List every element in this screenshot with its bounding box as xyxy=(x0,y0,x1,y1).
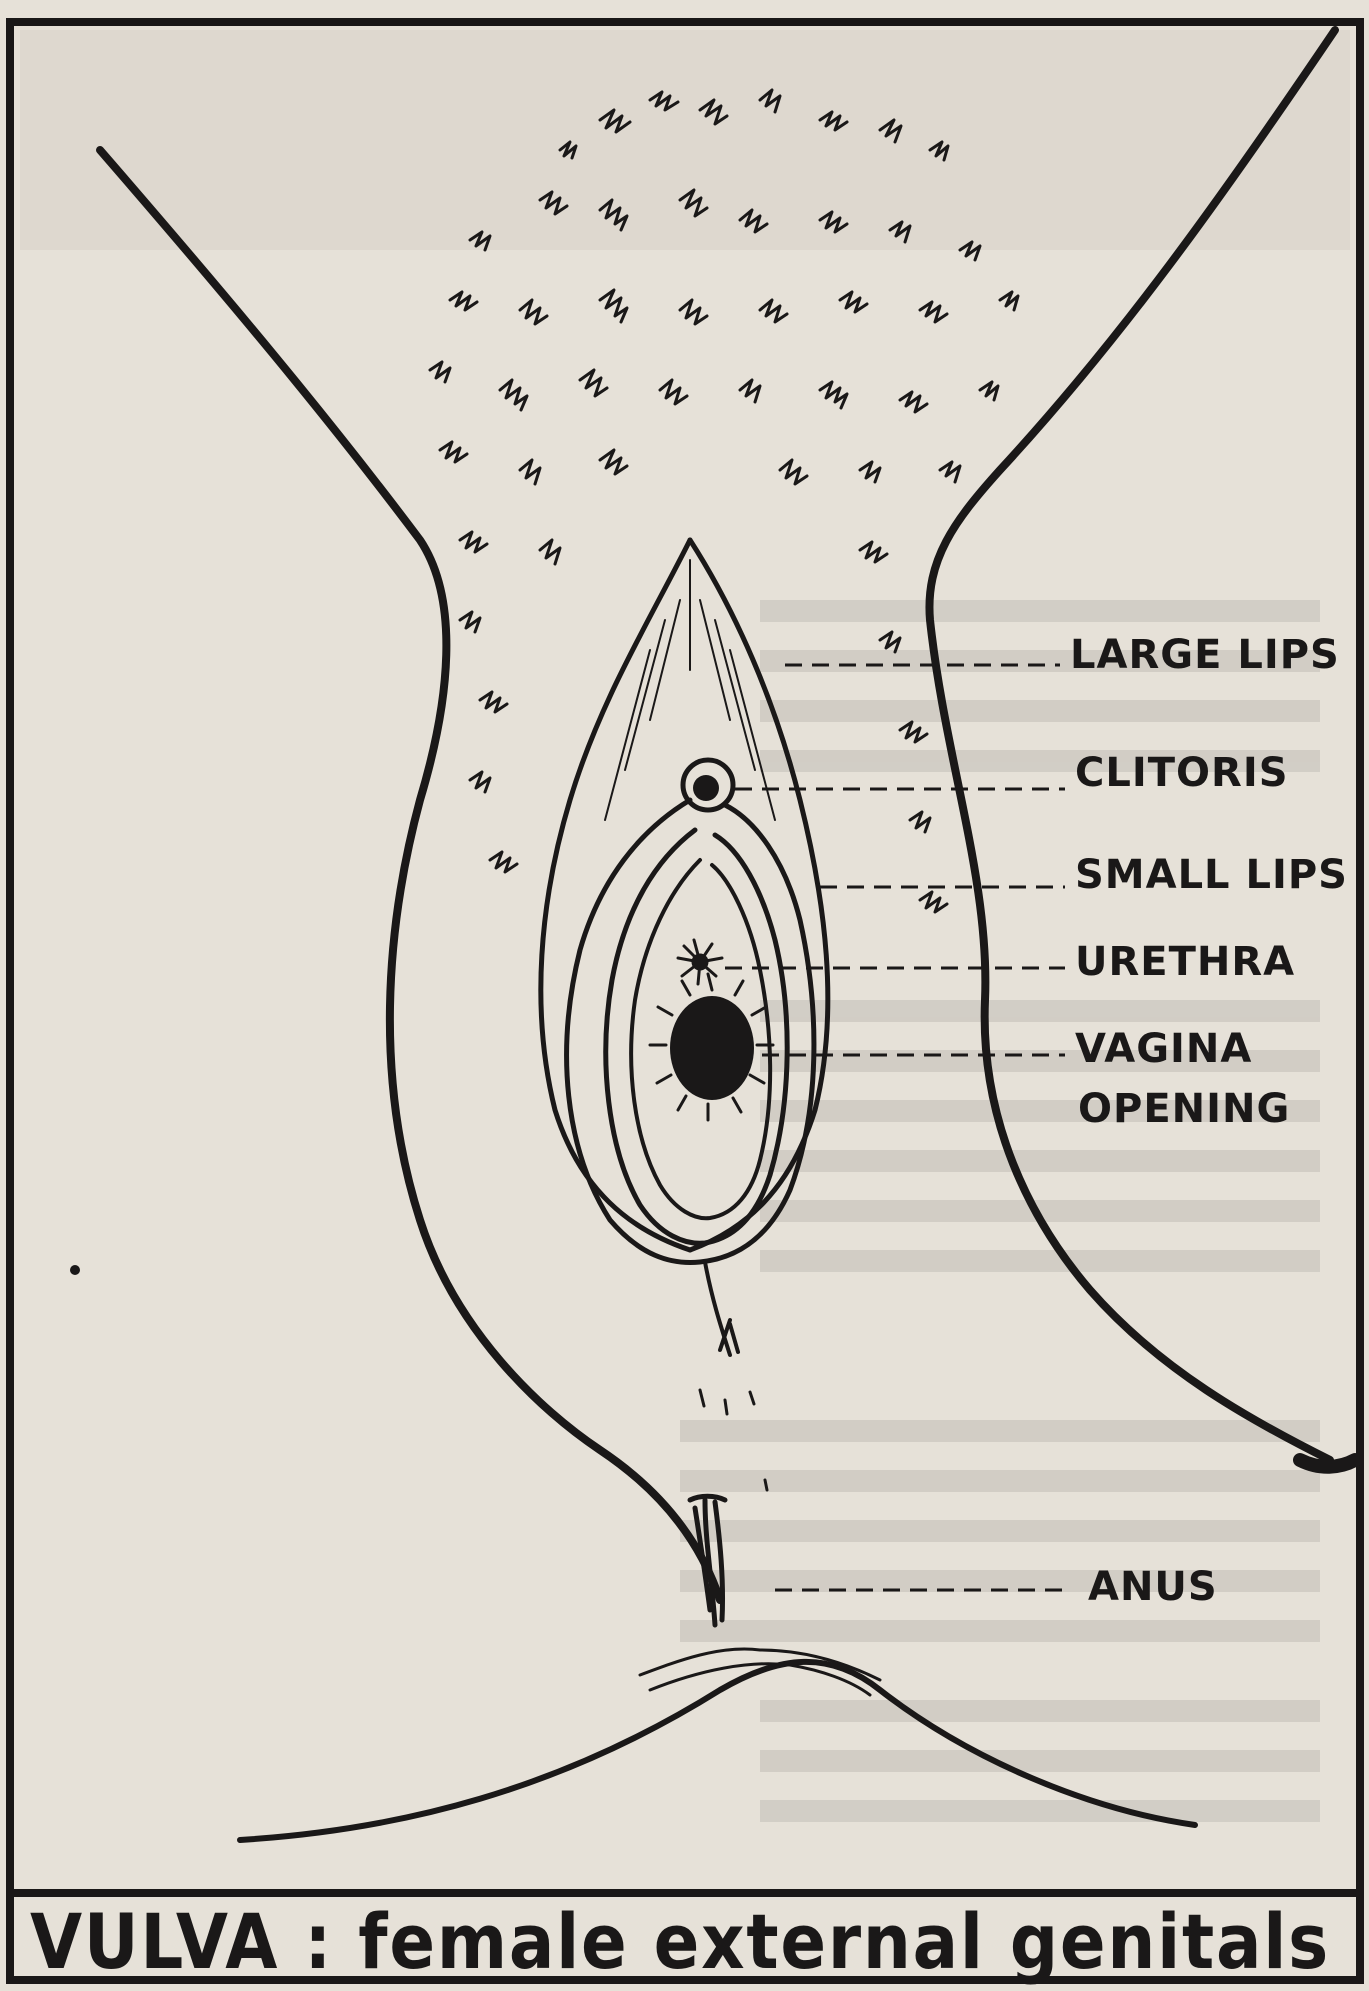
right-thigh-edge-mark xyxy=(1300,1460,1355,1467)
leader-lines xyxy=(725,665,1065,1590)
left-thigh-outline xyxy=(100,150,720,1600)
label-vagina-opening: OPENING xyxy=(1078,1086,1290,1132)
show-through-texture xyxy=(20,30,1350,1822)
label-clitoris: CLITORIS xyxy=(1075,750,1289,796)
label-large-lips: LARGE LIPS xyxy=(1070,632,1340,678)
label-small-lips: SMALL LIPS xyxy=(1075,852,1348,898)
anus-shape xyxy=(690,1496,725,1625)
label-urethra: URETHRA xyxy=(1075,939,1295,985)
large-lips-shading xyxy=(605,560,775,820)
label-vagina: VAGINA xyxy=(1075,1026,1252,1072)
paper-speck xyxy=(70,1265,80,1275)
vagina-opening-shape xyxy=(650,974,773,1120)
perineum-mark xyxy=(705,1262,738,1355)
label-anus: ANUS xyxy=(1088,1564,1218,1610)
caption: VULVA : female external genitals xyxy=(30,1897,1330,1986)
urethra-shape xyxy=(678,940,722,984)
